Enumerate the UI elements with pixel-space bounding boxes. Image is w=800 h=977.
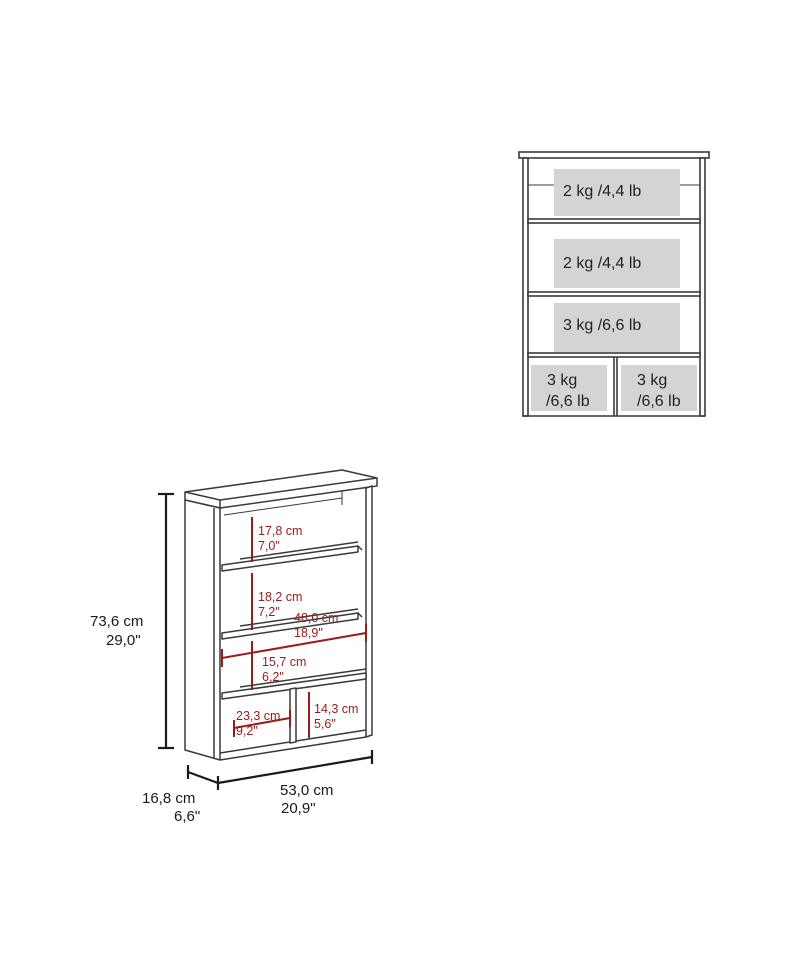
- dim-label-shelf-3-cm: 15,7 cm: [262, 655, 306, 669]
- dim-label-cubby-height-in: 5,6": [314, 717, 336, 731]
- bookcase-shelf-2: [221, 612, 359, 640]
- dim-label-shelf-2-in: 7,2": [258, 605, 280, 619]
- dim-label-depth-in: 6,6": [174, 808, 200, 825]
- inner-dimension-lines: [221, 517, 367, 738]
- dim-label-inner-width-in: 18,9": [294, 626, 323, 640]
- load-label-bottom-left-lb: /6,6 lb: [546, 393, 590, 410]
- load-box-shelf-2: [554, 239, 680, 288]
- load-box-bottom-left: [531, 365, 607, 411]
- dim-label-shelf-3-in: 6,2": [262, 670, 284, 684]
- dim-label-cubby-height-cm: 14,3 cm: [314, 702, 358, 716]
- load-box-shelf-1: [554, 169, 680, 216]
- dim-line-width: [217, 755, 373, 785]
- load-top-board: [518, 151, 710, 159]
- dim-label-shelf-1-in: 7,0": [258, 539, 280, 553]
- dim-line-depth: [187, 770, 219, 785]
- dim-label-inner-width-cm: 48,0 cm: [294, 611, 338, 625]
- load-label-bottom-right-lb: /6,6 lb: [637, 393, 681, 410]
- load-right-panel: [699, 157, 706, 417]
- bookcase-top: [184, 469, 378, 509]
- dim-label-height-cm: 73,6 cm: [90, 613, 143, 630]
- dim-label-shelf-1-cm: 17,8 cm: [258, 524, 302, 538]
- load-label-bottom-right-kg: 3 kg: [637, 372, 667, 389]
- dim-label-cubby-width-in: 9,2": [236, 724, 258, 738]
- dim-label-width-cm: 53,0 cm: [280, 782, 333, 799]
- dim-line-inner-width: [221, 632, 367, 659]
- dim-label-cubby-width-cm: 23,3 cm: [236, 709, 280, 723]
- load-box-shelf-3: [554, 303, 680, 352]
- bookcase-shelves: [221, 541, 367, 744]
- bookcase-shelf-3: [221, 672, 367, 700]
- dim-line-cubby-width: [233, 717, 291, 729]
- bookcase-right-side: [365, 485, 373, 738]
- bookcase-shelf-1: [221, 545, 359, 572]
- dim-label-shelf-2-cm: 18,2 cm: [258, 590, 302, 604]
- load-label-shelf-1: 2 kg /4,4 lb: [563, 183, 641, 200]
- load-box-bottom-right: [621, 365, 697, 411]
- load-shelf-1: [527, 218, 701, 224]
- dim-label-depth-cm: 16,8 cm: [142, 790, 195, 807]
- bookcase-bottom: [219, 736, 367, 761]
- dim-label-width-in: 20,9": [281, 800, 316, 817]
- load-label-shelf-2: 2 kg /4,4 lb: [563, 255, 641, 272]
- dim-label-height-in: 29,0": [106, 632, 141, 649]
- load-shelf-3: [527, 352, 701, 358]
- load-shelf-2: [527, 291, 701, 297]
- load-label-bottom-left-kg: 3 kg: [547, 372, 577, 389]
- bookcase-drawing: [184, 469, 378, 761]
- load-left-panel: [522, 157, 529, 417]
- outer-dimension-lines: [158, 492, 374, 790]
- load-label-shelf-3: 3 kg /6,6 lb: [563, 317, 641, 334]
